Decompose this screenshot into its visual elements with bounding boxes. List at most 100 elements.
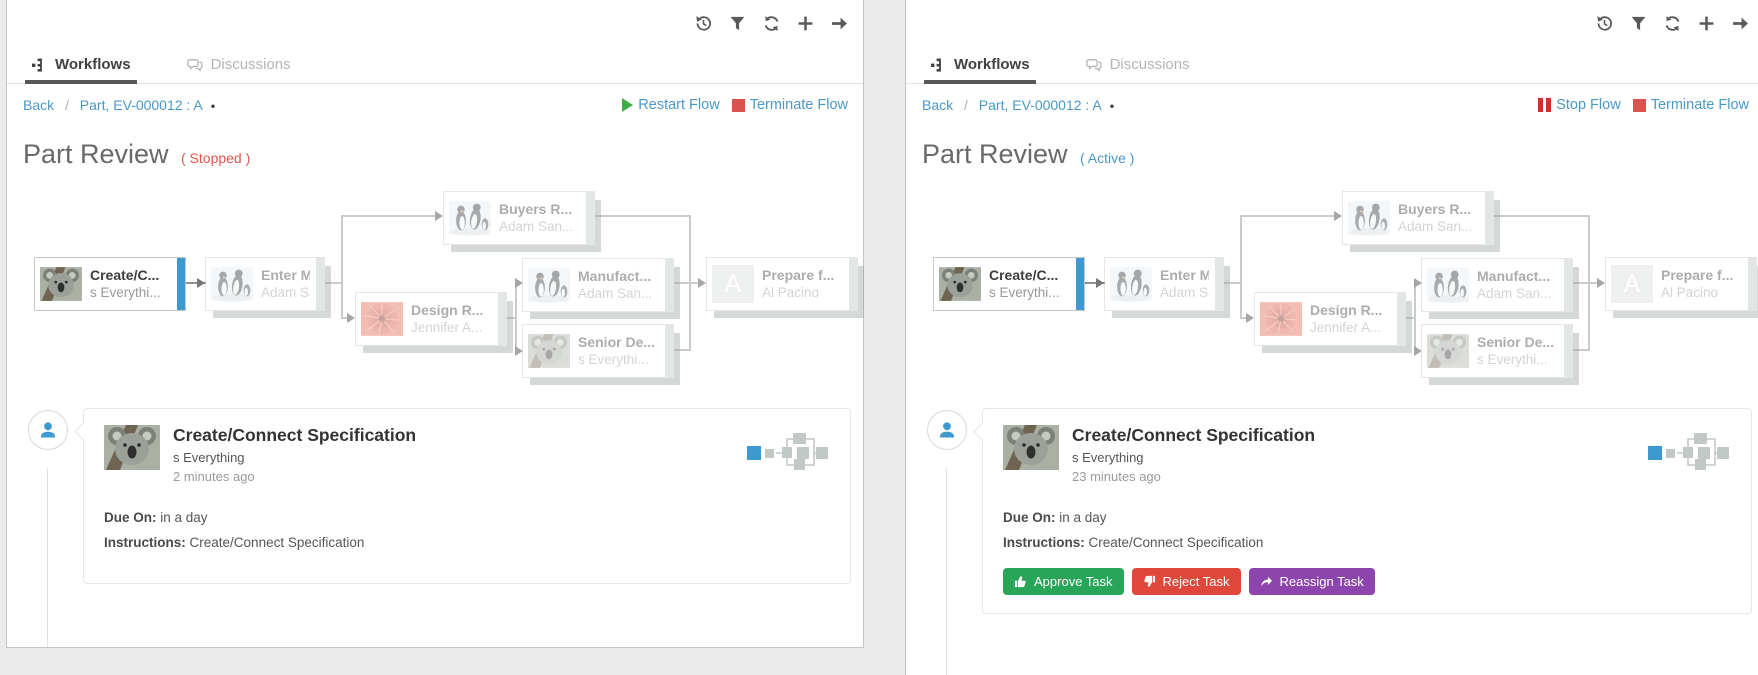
due-on-label: Due On: [104,510,157,525]
filter-icon[interactable] [1630,15,1647,32]
node-title: Design R... [1310,301,1382,319]
breadcrumb-separator: / [65,97,69,113]
koala-image [40,265,82,303]
task-timestamp: 2 minutes ago [173,469,416,484]
terminate-flow-button[interactable]: Terminate Flow [1633,97,1749,113]
breadcrumb: Back / Part, EV-000012 : A • [23,97,215,113]
connector [341,215,437,217]
workflow-node-create-connect[interactable]: Create/C... s Everythi... [34,257,186,311]
reassign-task-label: Reassign Task [1280,574,1364,589]
tab-workflows-label: Workflows [954,56,1030,73]
node-assignee: Adam San... [578,285,652,303]
refresh-icon[interactable] [1664,15,1681,32]
miniflow-icon[interactable] [1643,431,1731,473]
node-title: Senior De... [1477,333,1554,351]
workflow-panel-active: Workflows Discussions Back / Part, EV-00… [905,0,1758,675]
restart-flow-label: Restart Flow [638,97,719,113]
terminate-flow-button[interactable]: Terminate Flow [732,97,848,113]
back-link[interactable]: Back [23,97,54,113]
add-icon[interactable] [1698,15,1715,32]
task-thumbnail-koala [104,425,160,470]
connector-arrow [698,278,706,288]
add-icon[interactable] [797,15,814,32]
tab-workflows[interactable]: Workflows [25,46,137,84]
reassign-arrow-icon [1260,575,1273,588]
workflow-node-design-review[interactable]: Design R... Jennifer A... [355,292,507,346]
refresh-icon[interactable] [763,15,780,32]
instructions-value: Create/Connect Specification [1089,535,1264,550]
workflow-status-badge: ( Active ) [1080,150,1134,166]
forward-arrow-icon[interactable] [831,15,848,32]
penguins-image [211,265,253,303]
stop-flow-label: Stop Flow [1556,97,1620,113]
workflow-node-enter-ma[interactable]: Enter Ma... Adam San... [205,257,325,311]
workflow-status-badge: ( Stopped ) [181,150,250,166]
connector [1494,215,1590,217]
tab-discussions-label: Discussions [211,56,291,73]
penguins-image [1348,199,1390,237]
panel-toolbar [7,0,863,46]
back-link[interactable]: Back [922,97,953,113]
reassign-task-button[interactable]: Reassign Task [1249,568,1375,595]
workflow-node-design-review[interactable]: Design R... Jennifer A... [1254,292,1406,346]
workflow-node-buyers-review[interactable]: Buyers R... Adam San... [1342,191,1494,245]
workflow-node-buyers-review[interactable]: Buyers R... Adam San... [443,191,595,245]
tab-discussions-label: Discussions [1110,56,1190,73]
page-title: Part Review [922,139,1068,169]
workflows-icon [930,57,946,73]
workflow-node-manufacturing[interactable]: Manufact... Adam San... [522,258,674,312]
instructions-label: Instructions: [104,535,186,550]
letter-avatar: A [712,265,754,303]
tab-bar: Workflows Discussions [7,46,863,84]
task-action-buttons: Approve Task Reject Task Reassign Task [1003,568,1731,595]
approve-task-button[interactable]: Approve Task [1003,568,1124,595]
tab-discussions[interactable]: Discussions [181,46,297,84]
panel-toolbar [906,0,1758,46]
node-title: Buyers R... [1398,200,1472,218]
connector-arrow [435,211,443,221]
workflow-node-prepare[interactable]: A Prepare f... Al Pacino [1605,257,1757,311]
history-icon[interactable] [695,15,712,32]
task-avatar-circle [927,410,967,450]
connector [1240,216,1242,319]
pause-icon [1538,98,1551,112]
breadcrumb-row: Back / Part, EV-000012 : A • Restart Flo… [7,84,863,122]
flower-image [361,300,403,338]
connector-arrow [1334,211,1342,221]
history-icon[interactable] [1596,15,1613,32]
workflow-node-prepare[interactable]: A Prepare f... Al Pacino [706,257,858,311]
connector-arrow [1246,313,1254,323]
filter-icon[interactable] [729,15,746,32]
title-row: Part Review ( Stopped ) [7,122,863,168]
task-card-row: Create/Connect Specification s Everythin… [7,408,863,584]
penguins-image [1110,265,1152,303]
tab-workflows[interactable]: Workflows [924,46,1036,84]
penguins-image [1427,266,1469,304]
breadcrumb: Back / Part, EV-000012 : A • [922,97,1114,113]
node-title: Design R... [411,301,483,319]
breadcrumb-item-link[interactable]: Part, EV-000012 : A [80,97,202,113]
workflow-node-create-connect[interactable]: Create/C... s Everythi... [933,257,1085,311]
miniflow-icon[interactable] [742,431,830,473]
connector [515,283,517,351]
restart-flow-button[interactable]: Restart Flow [622,97,719,113]
workflow-node-senior-design[interactable]: Senior De... s Everythi... [1421,324,1573,378]
terminate-flow-label: Terminate Flow [750,97,848,113]
forward-arrow-icon[interactable] [1732,15,1749,32]
breadcrumb-item-link[interactable]: Part, EV-000012 : A [979,97,1101,113]
task-details: Due On: in a day Instructions: Create/Co… [104,510,830,550]
node-assignee: Al Pacino [762,284,834,302]
reject-task-button[interactable]: Reject Task [1132,568,1241,595]
workflows-icon [31,57,47,73]
tab-discussions[interactable]: Discussions [1080,46,1196,84]
task-card-header: Create/Connect Specification s Everythin… [1003,425,1731,484]
play-icon [622,98,633,112]
workflow-node-senior-design[interactable]: Senior De... s Everythi... [522,324,674,378]
task-card-header: Create/Connect Specification s Everythin… [104,425,830,484]
tab-workflows-label: Workflows [55,56,131,73]
stop-flow-button[interactable]: Stop Flow [1538,97,1620,113]
workflow-node-enter-ma[interactable]: Enter Ma... Adam San... [1104,257,1224,311]
task-avatar-circle [28,410,68,450]
connector [595,215,691,217]
workflow-node-manufacturing[interactable]: Manufact... Adam San... [1421,258,1573,312]
